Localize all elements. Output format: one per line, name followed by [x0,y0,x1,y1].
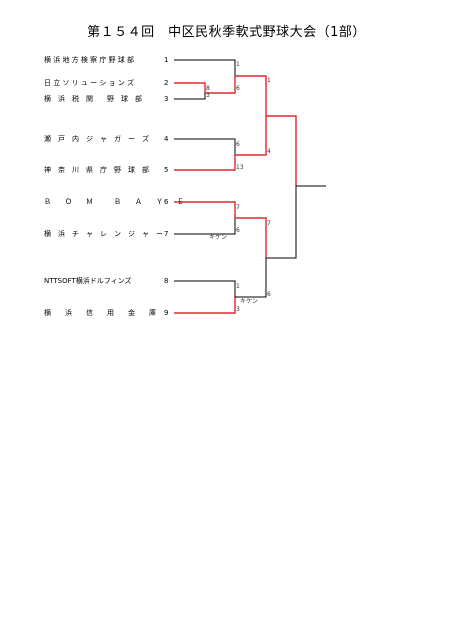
team-seed-7: 7 [164,230,169,238]
score-sf-bot-b: 6 [267,291,271,298]
team-name-8: NTTSOFT横浜ドルフィンズ [44,277,132,285]
bracket-line-team2 [174,82,206,93]
bracket-line-team3 [174,93,206,100]
team-name-2: 日 立 ソ リ ュ ー シ ョ ン ズ [44,79,135,87]
team-seed-6: 6 [164,198,169,206]
score-r2-8v9-bot: 3 [236,306,240,313]
bracket-line-team8 [174,280,236,297]
score-r2-6v7-bot: 6 [236,227,240,234]
team-name-3: 横 浜 税 関 野 球 部 [44,95,142,103]
bracket-line-team9 [174,297,236,314]
team-name-9: 横 浜 信 用 金 庫 [44,309,156,317]
score-sf-bot-a: 7 [267,220,271,227]
forfeit-note-team7: キケン [209,234,227,241]
score-r1-2v3-top: 8 [206,85,210,92]
team-seed-9: 9 [164,309,169,317]
team-seed-3: 3 [164,95,169,103]
bracket-line-r2d-out [235,258,267,298]
bracket-line-sf-top-out [266,115,297,186]
forfeit-note-team8: キケン [240,298,258,305]
bracket-line-sf-bot-out [266,186,297,259]
team-seed-4: 4 [164,135,169,143]
bracket-line-r2b-out [235,116,267,156]
bracket-line-r2c-out [235,217,267,258]
bracket-line-team5 [174,155,236,171]
bracket-line-team4 [174,138,236,155]
team-seed-8: 8 [164,277,169,285]
score-r1-2v3-bot: 3 [206,92,210,99]
score-r2-4v5-top: 6 [236,141,240,148]
score-r2-1v23-top: 1 [236,61,240,68]
page-title: 第１５４回 中区民秋季軟式野球大会（1部） [87,25,366,40]
team-name-5: 神 奈 川 県 庁 野 球 部 [44,166,149,174]
bracket-line-r2a-out [235,75,267,116]
team-name-4: 瀬 戸 内 ジ ャ ガ ー ズ [44,135,149,143]
bracket-line-team6 [174,201,236,218]
team-seed-1: 1 [164,56,169,64]
team-name-7: 横 浜 チ ャ レ ン ジ ャ ー [44,230,163,238]
bracket-line-team1 [174,59,236,76]
score-r2-8v9-top: 1 [236,283,240,290]
score-r2-1v23-bot: 6 [236,85,240,92]
bracket-line-r1-winner [205,76,236,94]
team-name-6: Ｂ Ｏ Ｍ Ｂ Ａ Ｙ Ｅ [44,198,184,206]
bracket-line-team7 [174,218,236,235]
score-sf-top-a: 1 [267,77,271,84]
score-r2-6v7-top: 7 [236,204,240,211]
score-sf-top-b: 4 [267,148,271,155]
team-seed-2: 2 [164,79,169,87]
team-seed-5: 5 [164,166,169,174]
score-r2-4v5-bot: 13 [236,164,244,171]
team-name-1: 横 浜 地 方 検 察 庁 野 球 部 [44,56,135,64]
